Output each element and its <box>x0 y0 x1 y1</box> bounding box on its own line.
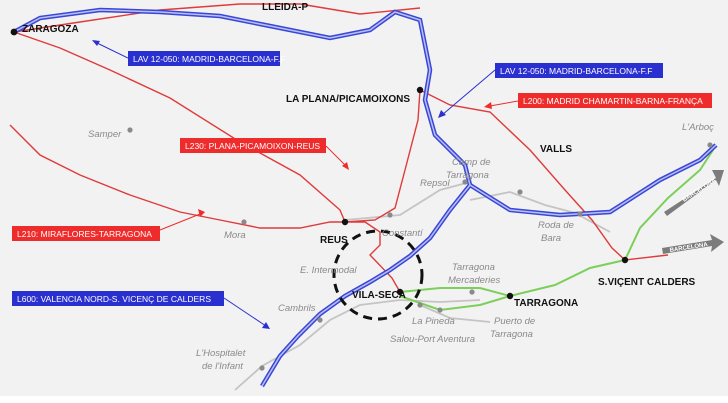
tag-lav-top-label: LAV 12-050: MADRID-BARCELONA-F.F <box>133 54 285 64</box>
label-hospitalet-1: L'Hospitalet <box>196 348 246 359</box>
label-la-pineda: La Pineda <box>412 316 455 327</box>
station-dots <box>10 28 713 371</box>
tag-l230: L230: PLANA-PICAMOIXON-REUS <box>180 138 349 170</box>
label-roda-bara: Bara <box>541 233 561 244</box>
label-merc-tarragona: Tarragona <box>452 262 495 273</box>
label-salou: Salou-Port Aventura <box>390 334 475 345</box>
bottom-margin <box>0 396 728 403</box>
label-cambrils: Cambrils <box>278 303 316 314</box>
tag-l230-label: L230: PLANA-PICAMOIXON-REUS <box>185 141 320 151</box>
label-camp-de: Camp de <box>452 157 491 168</box>
label-camp-tarragona: Tarragona <box>446 170 489 181</box>
label-constanti: Constantí <box>382 228 424 239</box>
label-tarragona: TARRAGONA <box>514 298 578 309</box>
tag-lav-right: LAV 12-050: MADRID-BARCELONA-F.F <box>438 63 663 118</box>
label-vila-seca: VILA-SECA <box>352 290 406 301</box>
tag-l210-label: L210: MIRAFLORES-TARRAGONA <box>17 229 152 239</box>
label-hospitalet-2: de l'Infant <box>202 361 243 372</box>
tag-l600: L600: VALENCIA NORD-S. VICENÇ DE CALDERS <box>12 291 270 329</box>
tag-l600-label: L600: VALENCIA NORD-S. VICENÇ DE CALDERS <box>17 294 211 304</box>
label-mora: Mora <box>224 230 246 241</box>
tag-lav-right-label: LAV 12-050: MADRID-BARCELONA-F.F <box>500 66 652 76</box>
label-la-plana: LA PLANA/PICAMOIXONS <box>286 94 410 105</box>
label-merc-mercaderies: Mercaderies <box>448 275 501 286</box>
label-intermodal: E. Intermodal <box>300 265 357 276</box>
label-roda-de: Roda de <box>538 220 574 231</box>
tag-l210: L210: MIRAFLORES-TARRAGONA <box>12 209 205 241</box>
grey-lines <box>234 181 611 391</box>
label-valls: VALLS <box>540 144 572 155</box>
label-reus: REUS <box>320 235 348 246</box>
highlight-circle <box>332 229 424 321</box>
tag-l200-label: L200: MADRID CHAMARTIN-BARNA-FRANÇA <box>523 96 703 106</box>
label-lleida: LLEIDA-P <box>262 2 308 13</box>
label-sant-vicenc: S.VIÇENT CALDERS <box>598 277 696 288</box>
blue-lines <box>12 7 718 388</box>
label-larboc: L'Arboç <box>682 122 714 133</box>
label-repsol: Repsol <box>420 178 450 189</box>
tag-lav-top: LAV 12-050: MADRID-BARCELONA-F.F <box>92 40 285 66</box>
label-samper: Samper <box>88 129 122 140</box>
label-puerto-tarragona: Tarragona <box>490 329 533 340</box>
label-puerto-de: Puerto de <box>494 316 535 327</box>
label-zaragoza: ZARAGOZA <box>22 24 79 35</box>
tag-l200: L200: MADRID CHAMARTIN-BARNA-FRANÇA <box>484 93 712 109</box>
